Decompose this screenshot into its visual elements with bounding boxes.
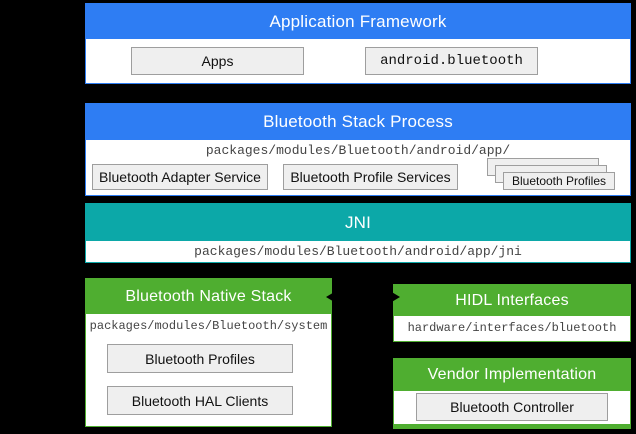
bluetooth-stack-process-title: Bluetooth Stack Process xyxy=(86,104,630,140)
native-stack-hidl-double-arrow xyxy=(326,291,400,303)
bluetooth-adapter-service-box: Bluetooth Adapter Service xyxy=(92,164,268,190)
bluetooth-profiles-stack: Bluetooth Profiles xyxy=(487,158,617,192)
bluetooth-stack-process-body: packages/modules/Bluetooth/android/app/ … xyxy=(86,140,630,195)
application-framework-body: Apps android.bluetooth xyxy=(86,39,630,83)
bluetooth-hal-clients-box: Bluetooth HAL Clients xyxy=(107,386,293,415)
bluetooth-profile-services-box: Bluetooth Profile Services xyxy=(283,164,458,190)
bluetooth-native-stack-title: Bluetooth Native Stack xyxy=(86,279,331,314)
jni-title: JNI xyxy=(86,204,630,241)
apps-box: Apps xyxy=(131,47,304,75)
jni-path-label: packages/modules/Bluetooth/android/app/j… xyxy=(194,244,522,259)
bluetooth-controller-box: Bluetooth Controller xyxy=(416,393,608,421)
vendor-implementation-body: Bluetooth Controller xyxy=(394,391,630,423)
section-vendor-implementation: Vendor Implementation Bluetooth Controll… xyxy=(393,358,631,429)
section-bluetooth-stack-process: Bluetooth Stack Process packages/modules… xyxy=(85,103,631,196)
profiles-stack-sheet-front: Bluetooth Profiles xyxy=(503,172,615,190)
section-jni: JNI packages/modules/Bluetooth/android/a… xyxy=(85,203,631,263)
application-framework-title: Application Framework xyxy=(86,4,630,39)
hidl-path-label: hardware/interfaces/bluetooth xyxy=(407,321,617,335)
native-stack-path-label: packages/modules/Bluetooth/system xyxy=(89,319,328,333)
arrow-line xyxy=(333,296,393,298)
bluetooth-profiles-box: Bluetooth Profiles xyxy=(107,344,293,373)
vendor-implementation-title: Vendor Implementation xyxy=(394,359,630,391)
jni-body: packages/modules/Bluetooth/android/app/j… xyxy=(86,241,630,262)
bluetooth-native-stack-body: packages/modules/Bluetooth/system Blueto… xyxy=(86,314,331,426)
hidl-interfaces-title: HIDL Interfaces xyxy=(394,285,630,316)
arrow-head-right-icon xyxy=(390,291,400,303)
android-bluetooth-box: android.bluetooth xyxy=(365,47,538,75)
hidl-interfaces-body: hardware/interfaces/bluetooth xyxy=(394,316,630,340)
arrow-head-left-icon xyxy=(326,291,336,303)
section-bluetooth-native-stack: Bluetooth Native Stack packages/modules/… xyxy=(85,278,332,427)
section-application-framework: Application Framework Apps android.bluet… xyxy=(85,3,631,84)
stack-process-path-label: packages/modules/Bluetooth/android/app/ xyxy=(205,143,511,158)
section-hidl-interfaces: HIDL Interfaces hardware/interfaces/blue… xyxy=(393,284,631,342)
